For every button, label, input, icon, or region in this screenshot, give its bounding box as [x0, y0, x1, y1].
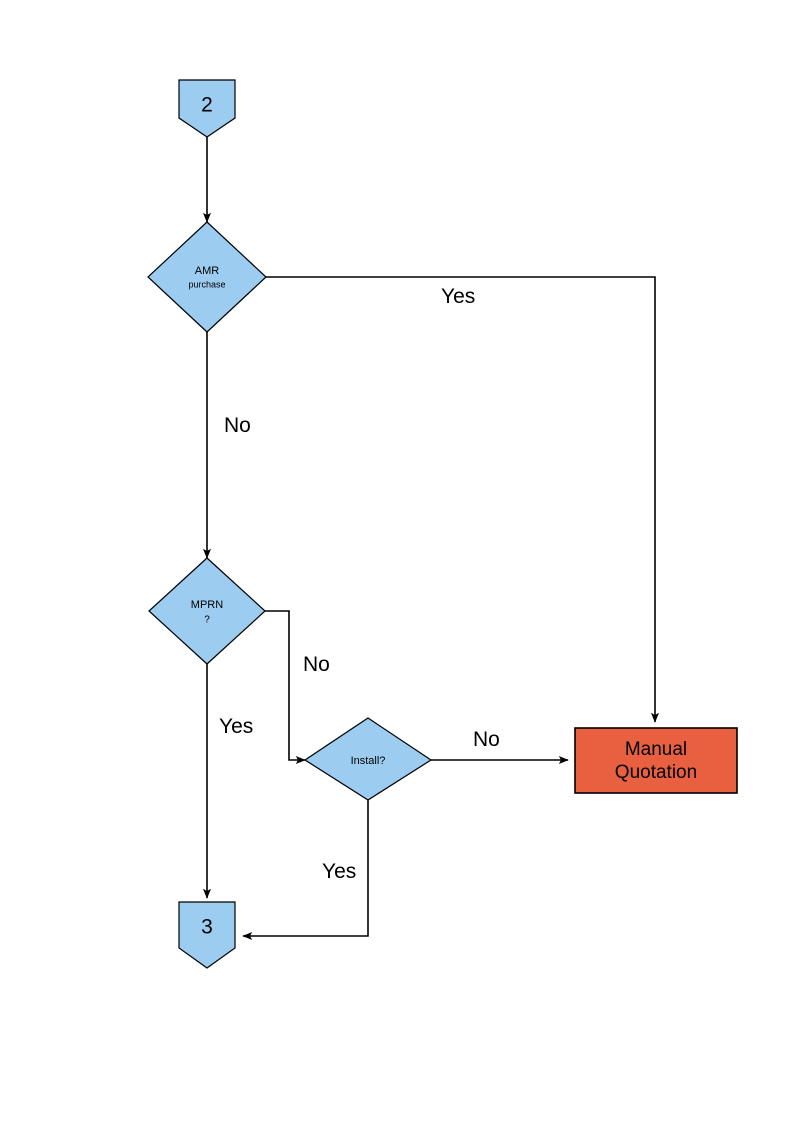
node-connector-3[interactable]: 3 — [178, 901, 236, 969]
manual-quotation-shape[interactable] — [574, 727, 738, 794]
node-decision-amr[interactable]: AMR purchase — [147, 221, 267, 333]
decision-mprn-shape[interactable] — [148, 557, 266, 665]
decision-amr-shape[interactable] — [147, 221, 267, 333]
node-connector-2[interactable]: 2 — [178, 79, 236, 138]
edge-label-mprn-no: No — [303, 653, 330, 676]
decision-install-label: Install? — [351, 755, 386, 767]
edge-amr-yes-to-manual-quotation — [266, 276, 659, 723]
decision-mprn-label-line2: ? — [204, 615, 210, 626]
connector-3-shape[interactable] — [178, 901, 236, 969]
decision-amr-label-line2: purchase — [188, 279, 225, 289]
edge-label-install-yes: Yes — [322, 860, 356, 883]
edge-label-install-no: No — [473, 728, 500, 751]
edge-label-amr-yes: Yes — [441, 285, 475, 308]
edge-label-amr-no: No — [224, 414, 251, 437]
connector-2-shape[interactable] — [178, 79, 236, 138]
manual-quotation-label-line2: Quotation — [615, 762, 697, 783]
manual-quotation-label-line1: Manual — [625, 739, 687, 760]
connector-2-label: 2 — [201, 94, 213, 117]
decision-mprn-label-line1: MPRN — [191, 599, 223, 611]
edge-install-yes-to-connector3 — [242, 800, 369, 940]
node-decision-install[interactable]: Install? — [303, 717, 433, 801]
edge-mprn-no-to-install — [265, 610, 306, 764]
edge-label-mprn-yes: Yes — [219, 715, 253, 738]
connector-3-label: 3 — [201, 916, 213, 939]
node-process-manual-quotation[interactable]: Manual Quotation — [574, 727, 738, 794]
decision-install-shape[interactable] — [303, 717, 433, 801]
decision-amr-label-line1: AMR — [195, 265, 220, 277]
node-decision-mprn[interactable]: MPRN ? — [148, 557, 266, 665]
